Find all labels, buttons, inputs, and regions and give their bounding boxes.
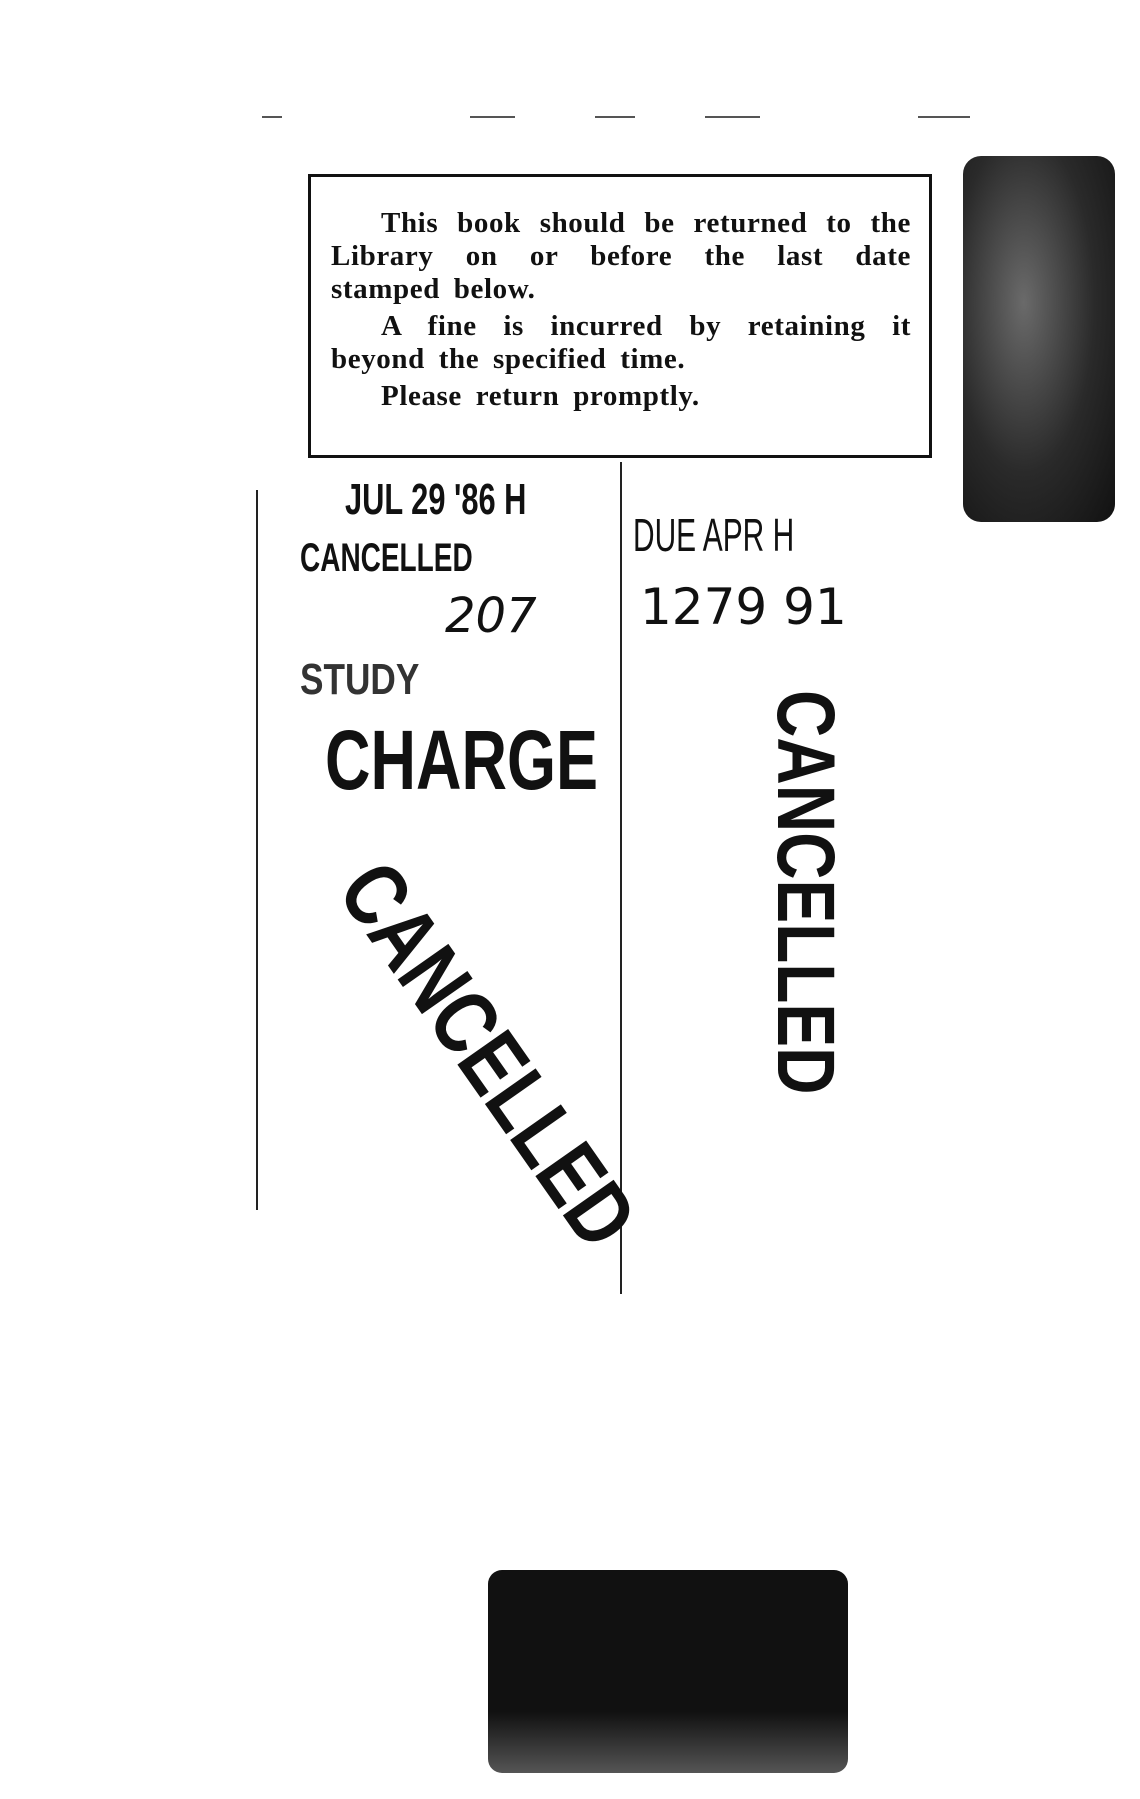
scan-mark — [705, 116, 760, 118]
notice-prompt-text: Please return promptly. — [381, 380, 700, 412]
column-divider-middle — [620, 462, 622, 1294]
scan-mark — [262, 116, 282, 118]
charge-stamp: CHARGE — [325, 713, 599, 807]
scan-mark — [595, 116, 635, 118]
notice-return-text: This book should be returned to the Libr… — [331, 207, 911, 305]
scan-mark — [918, 116, 970, 118]
due-date-stamp-right: DUE APR H — [633, 509, 795, 561]
notice-fine-text: A fine is incurred by retaining it beyon… — [331, 310, 911, 375]
tape-residue — [963, 156, 1115, 522]
due-date-stamp: JUL 29 '86 H — [345, 475, 527, 524]
scan-mark — [470, 116, 515, 118]
column-divider-left — [256, 490, 258, 1210]
study-stamp: STUDY — [300, 655, 420, 704]
cancelled-stamp-vertical: CANCELLED — [760, 690, 851, 1095]
handwritten-number-right: 1279 91 — [640, 578, 847, 636]
cancelled-stamp-small: CANCELLED — [300, 536, 473, 580]
tape-residue — [488, 1570, 848, 1773]
cancelled-stamp-diagonal: CANCELLED — [318, 844, 656, 1266]
handwritten-number: 207 — [445, 588, 537, 644]
return-notice-box: This book should be returned to the Libr… — [308, 174, 932, 458]
